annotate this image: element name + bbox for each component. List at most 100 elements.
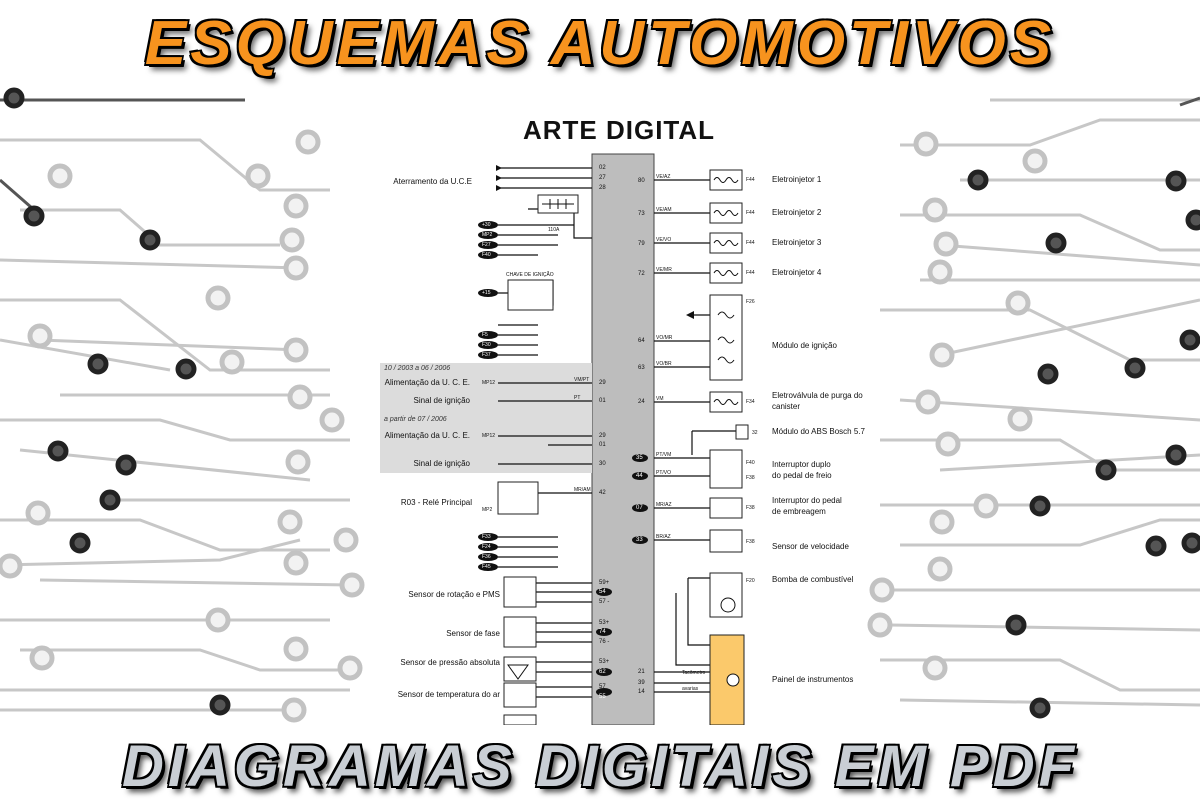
pin-phase-3: 76 -: [599, 639, 610, 645]
wire-inj3: VE/VO: [656, 237, 672, 243]
pin-air-2: 55: [599, 694, 606, 700]
pin-speed: 33: [636, 537, 643, 543]
circuit-node: [0, 553, 23, 579]
pin-map-1: 53+: [599, 659, 610, 665]
label-tachometer: Tacômetro: [682, 670, 706, 676]
circuit-node: [283, 337, 309, 363]
pin-panel-2: 39: [638, 680, 645, 686]
terminal-f36: F36: [482, 554, 491, 560]
circuit-node: [1179, 329, 1200, 351]
wire-brake-a: PT/VM: [656, 452, 672, 458]
circuit-node: [1045, 232, 1067, 254]
circuit-node: [277, 509, 303, 535]
circuit-node: [47, 163, 73, 189]
pin-inj1: 80: [638, 178, 645, 184]
pin-panel-1: 21: [638, 669, 645, 675]
circuit-node: [1029, 697, 1051, 719]
circuit-node: [1037, 363, 1059, 385]
circuit-node: [927, 556, 953, 582]
label-fault: avarias: [682, 686, 699, 692]
circuit-node: [929, 509, 955, 535]
fuse-f38-2: F38: [746, 505, 755, 511]
fuse-f44-3: F44: [746, 240, 755, 246]
wire-inj4: VE/MR: [656, 267, 672, 273]
circuit-node: [209, 694, 231, 716]
label-ign-signal-1: Sinal de ignição: [413, 396, 470, 405]
label-injector-4: Eletroinjetor 4: [772, 268, 822, 277]
label-supply-1: Alimentação da U. C. E.: [384, 378, 470, 387]
terminal-15: +15: [482, 290, 491, 296]
pin-ign-2: 30: [599, 461, 606, 467]
fuse-f20: F20: [746, 578, 755, 584]
label-phase-sensor: Sensor de fase: [446, 629, 500, 638]
label-range-2: a partir de 07 / 2006: [384, 416, 447, 423]
circuit-node: [283, 636, 309, 662]
pin-purge: 24: [638, 399, 645, 405]
fuse-mp12-2: MP12: [482, 433, 496, 439]
pin-ground-3: 28: [599, 185, 606, 191]
label-ignition-switch: CHAVE DE IGNIÇÃO: [506, 272, 554, 278]
circuit-node: [245, 163, 271, 189]
wire-inj2: VE/AM: [656, 207, 672, 213]
label-injector-2: Eletroinjetor 2: [772, 208, 822, 217]
abs-pin: 32: [752, 430, 758, 436]
label-clutch-1: Interruptor do pedal: [772, 496, 842, 505]
pin-brake-b: 44: [636, 473, 643, 479]
circuit-node: [25, 500, 51, 526]
circuit-node: [47, 440, 69, 462]
pin-phase-1: 53+: [599, 620, 610, 626]
circuit-node: [27, 323, 53, 349]
wire-supply: VM/PT: [574, 377, 590, 383]
circuit-node: [205, 285, 231, 311]
terminal-f27: F27: [482, 242, 491, 248]
circuit-node: [1124, 357, 1146, 379]
pin-inj4: 72: [638, 271, 645, 277]
pin-ground-2: 27: [599, 175, 606, 181]
circuit-node: [285, 449, 311, 475]
pin-ign-b: 63: [638, 365, 645, 371]
circuit-node: [29, 645, 55, 671]
circuit-node: [279, 227, 305, 253]
pin-supply-1: 29: [599, 380, 606, 386]
terminal-f37: F37: [482, 352, 491, 358]
fuse-f34: F34: [746, 399, 755, 405]
pin-ign-1: 01: [599, 398, 606, 404]
circuit-node: [1095, 459, 1117, 481]
label-ign-signal-2: Sinal de ignição: [413, 459, 470, 468]
wiring-diagram: ARTE DIGITAL: [378, 105, 865, 725]
circuit-node: [99, 489, 121, 511]
label-brake-2: do pedal de freio: [772, 471, 832, 480]
circuit-node: [915, 389, 941, 415]
circuit-node: [973, 493, 999, 519]
label-rpm-sensor: Sensor de rotação e PMS: [408, 590, 500, 599]
terminal-f30: F30: [482, 342, 491, 348]
pin-inj3: 79: [638, 241, 645, 247]
circuit-node: [295, 129, 321, 155]
label-injector-1: Eletroinjetor 1: [772, 175, 822, 184]
circuit-node: [1165, 170, 1187, 192]
circuit-node: [139, 229, 161, 251]
circuit-node: [319, 407, 345, 433]
circuit-node: [929, 342, 955, 368]
circuit-node: [337, 655, 363, 681]
circuit-node: [283, 193, 309, 219]
label-clutch-2: de embreagem: [772, 507, 826, 516]
pin-supply-2a: 29: [599, 433, 606, 439]
wire-ign: PT: [574, 395, 581, 401]
pin-ign-a: 64: [638, 338, 645, 344]
pin-relay: 42: [599, 490, 606, 496]
label-ignition-module: Módulo de ignição: [772, 341, 837, 350]
circuit-node: [1007, 406, 1033, 432]
pin-ground-1: 02: [599, 165, 606, 171]
wire-brake-b: PT/VO: [656, 470, 672, 476]
pin-phase-2: 74: [599, 629, 606, 635]
bottom-headline: DIAGRAMAS DIGITAIS EM PDF: [121, 734, 1079, 799]
circuit-node: [869, 577, 895, 603]
circuit-node: [927, 259, 953, 285]
circuit-node: [87, 353, 109, 375]
fuse-f38-3: F38: [746, 539, 755, 545]
pin-air-1: 57: [599, 684, 606, 690]
label-range-1: 10 / 2003 a 06 / 2006: [384, 365, 451, 372]
pin-rpm-1: 59+: [599, 580, 610, 586]
pin-supply-2b: 01: [599, 442, 606, 448]
